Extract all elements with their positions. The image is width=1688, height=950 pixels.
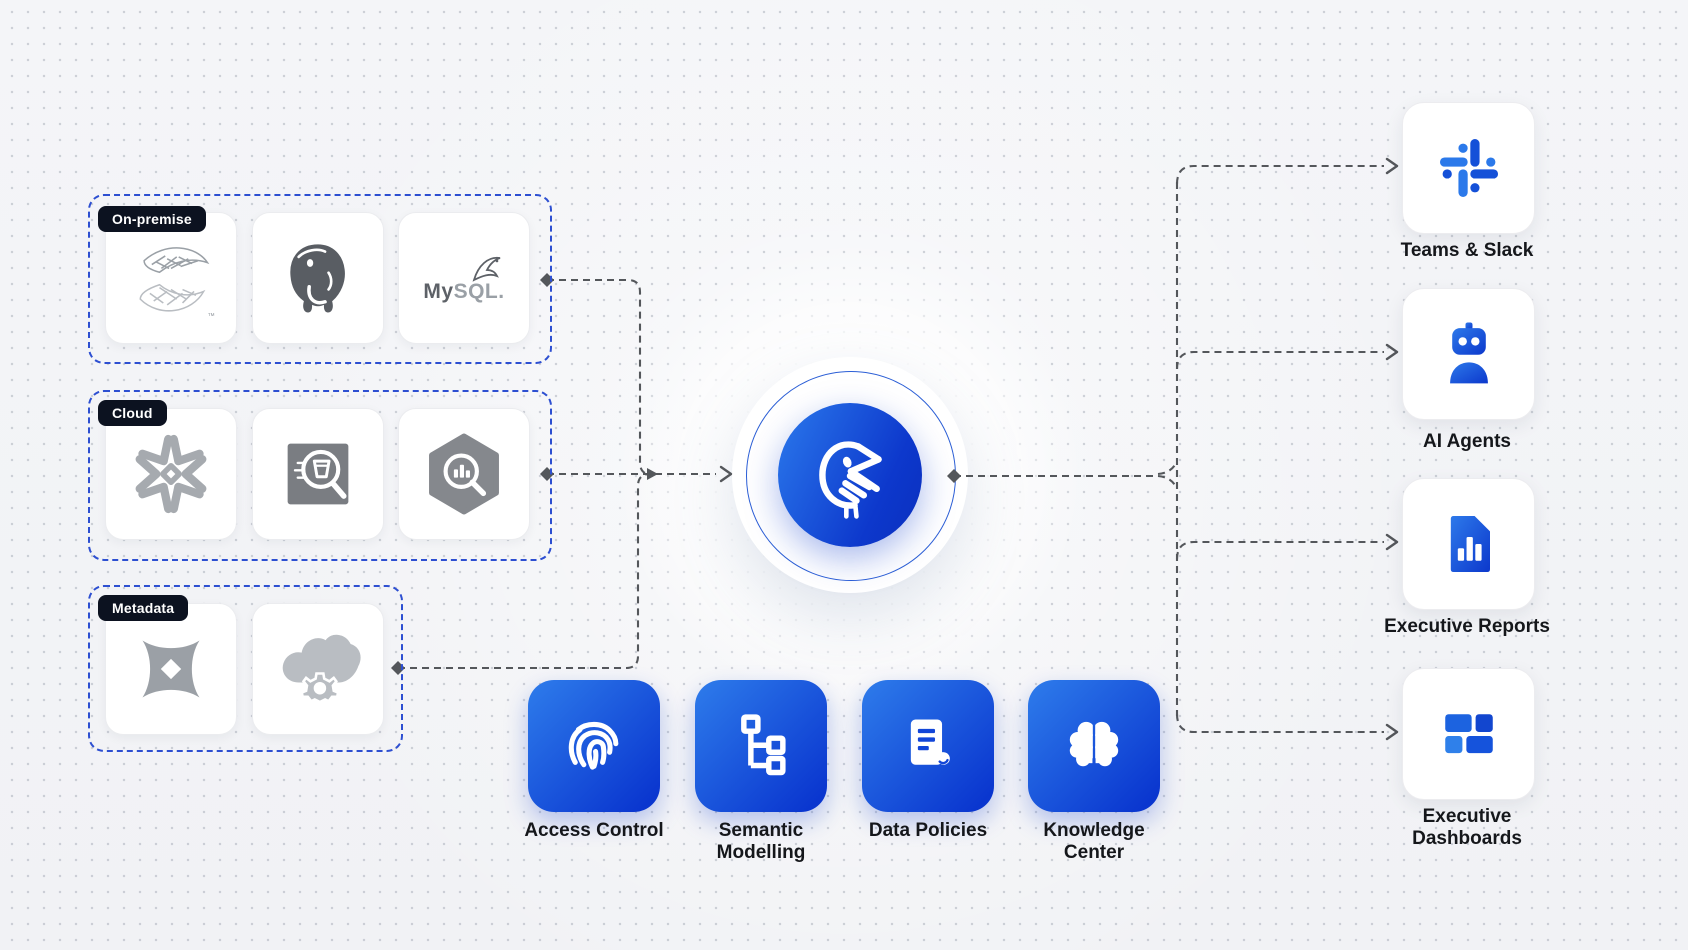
- arrowhead-exec-dashboards: [1385, 723, 1399, 741]
- feature-knowledge-center: [1028, 680, 1160, 812]
- dashboard-grid-icon: [1444, 714, 1493, 754]
- snowflake-logo: [135, 434, 207, 514]
- arrowhead-into-hub: [719, 465, 733, 483]
- output-label-executive-reports: Executive Reports: [1384, 616, 1550, 637]
- source-card-cloud-services: [252, 603, 384, 735]
- output-card-teams-slack: [1402, 102, 1535, 234]
- dbt-logo: [142, 640, 200, 698]
- feature-access-control: [528, 680, 660, 812]
- diamond-hub-out: [947, 469, 961, 483]
- hierarchy-icon: [741, 714, 786, 776]
- mysql-dolphin-icon: [472, 256, 501, 282]
- feature-label-semantic-modelling: Semantic Modelling: [716, 820, 806, 864]
- bird-logo: [819, 441, 882, 519]
- group-label-cloud: Cloud: [98, 400, 167, 426]
- fingerprint-icon: [568, 721, 619, 770]
- feature-label-data-policies: Data Policies: [868, 820, 988, 841]
- bigquery-logo: [429, 433, 499, 515]
- brain-icon: [1069, 721, 1119, 767]
- feature-label-knowledge-center: Knowledge Center: [1043, 820, 1145, 864]
- source-card-bigquery: [398, 408, 530, 540]
- cloud-services-logo: [282, 634, 361, 704]
- wire-to-exec-reports: [1175, 540, 1384, 560]
- output-label-executive-dashboards: Executive Dashboards: [1412, 806, 1522, 850]
- source-card-sql-server: ™: [105, 212, 237, 344]
- output-label-ai-agents: AI Agents: [1423, 431, 1511, 452]
- wire-split-down: [1157, 474, 1177, 488]
- feature-data-policies: [862, 680, 994, 812]
- group-label-metadata: Metadata: [98, 595, 189, 621]
- wire-split-up: [1157, 462, 1177, 476]
- robot-icon: [1449, 322, 1488, 384]
- output-card-executive-dashboards: [1402, 668, 1535, 800]
- wire-to-teams-slack: [1175, 164, 1384, 185]
- group-metadata: [88, 585, 403, 752]
- arrowhead-ai-agents: [1385, 343, 1399, 361]
- source-card-dbt: [105, 603, 237, 735]
- slack-icon: [1439, 138, 1498, 198]
- source-card-athena: [252, 408, 384, 540]
- postgresql-logo: [287, 241, 348, 316]
- wire-to-exec-dashboards: [1175, 713, 1384, 734]
- athena-logo: [287, 443, 349, 505]
- group-label-on-premise: On-premise: [98, 206, 206, 232]
- group-cloud: [88, 390, 552, 561]
- output-card-executive-reports: [1402, 478, 1535, 610]
- source-card-snowflake: [105, 408, 237, 540]
- arrowhead-teams-slack: [1385, 157, 1399, 175]
- group-on-premise: [88, 194, 552, 364]
- source-card-mysql: MySQL.: [398, 212, 530, 344]
- wire-onpremise-to-hub: [547, 278, 651, 476]
- output-label-teams-slack: Teams & Slack: [1400, 240, 1534, 261]
- mysql-wordmark: MySQL.: [423, 280, 505, 303]
- document-scroll-icon: [910, 719, 950, 765]
- feature-semantic-modelling: [695, 680, 827, 812]
- arrowhead-exec-reports: [1385, 533, 1399, 551]
- wire-metadata-to-hub: [398, 472, 651, 670]
- svg-text:™: ™: [207, 311, 215, 320]
- sql-server-logo: ™: [139, 247, 215, 320]
- mysql-logo: MySQL.: [414, 252, 514, 304]
- output-card-ai-agents: [1402, 288, 1535, 420]
- wire-to-ai-agents: [1175, 350, 1384, 370]
- source-card-postgresql: [252, 212, 384, 344]
- report-chart-icon: [1450, 516, 1490, 572]
- hub-node: [778, 403, 922, 547]
- merge-arrow: [647, 468, 658, 480]
- feature-label-access-control: Access Control: [524, 820, 664, 841]
